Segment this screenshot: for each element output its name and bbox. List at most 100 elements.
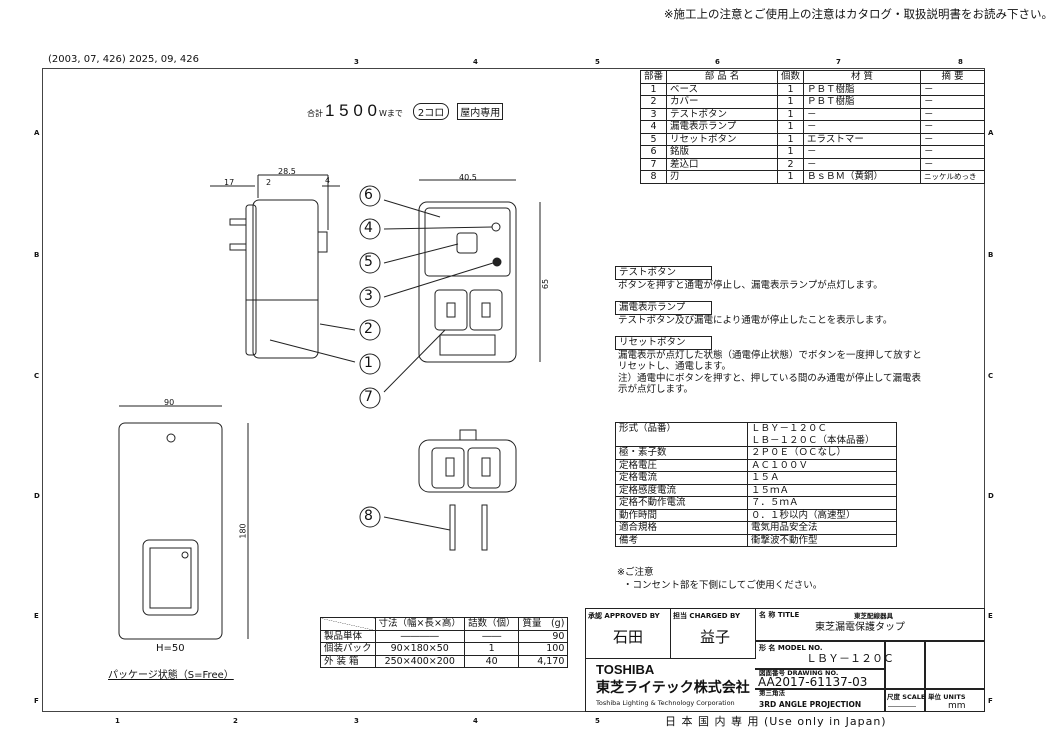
table-cell: － xyxy=(920,132,985,146)
column-header: 材 質 xyxy=(803,70,922,84)
table-cell: － xyxy=(803,120,922,134)
table-cell: 適合規格 xyxy=(615,521,748,535)
rating-headline: 合計 1 5 0 0 Wまで 2コロ 屋内専用 xyxy=(307,101,504,121)
table-cell: 差込口 xyxy=(666,157,779,171)
company-name-jp: 東芝ライテック株式会社 xyxy=(596,680,750,696)
table-cell: １５ｍＡ xyxy=(747,483,897,497)
table-cell: 1 xyxy=(463,642,520,656)
dim-90: 90 xyxy=(164,398,175,407)
table-cell: － xyxy=(920,157,985,171)
table-cell: リセットボタン xyxy=(666,132,779,146)
caution-body: ・コンセント部を下側にしてご使用ください。 xyxy=(623,580,823,591)
table-cell: 3 xyxy=(639,107,668,121)
table-cell: ０．１秒以内（高速型） xyxy=(747,508,897,522)
divider xyxy=(755,688,985,690)
divider xyxy=(755,640,985,642)
table-cell xyxy=(615,434,748,447)
table-cell: 衝撃波不動作型 xyxy=(747,533,897,547)
grid-col-label: 3 xyxy=(354,58,359,66)
table-cell: 定格不動作電流 xyxy=(615,496,748,510)
diagonal-header-cell xyxy=(320,617,376,631)
table-cell: 1 xyxy=(777,107,805,121)
description-text: 示が点灯します。 xyxy=(618,384,694,395)
table-cell: 備考 xyxy=(615,533,748,547)
usage-notice: ※施工上の注意とご使用上の注意はカタログ・取扱説明書をお読み下さい。 xyxy=(663,7,1053,21)
grid-col-label: 6 xyxy=(715,58,720,66)
table-cell: 電気用品安全法 xyxy=(747,521,897,535)
table-cell: 90×180×50 xyxy=(374,642,465,656)
table-cell: 個装パック xyxy=(320,642,376,656)
callout-7: 7 xyxy=(364,389,373,405)
projection-method: 3RD ANGLE PROJECTION xyxy=(759,700,862,709)
callout-4: 4 xyxy=(364,220,373,236)
table-cell: 定格電圧 xyxy=(615,458,748,472)
callout-8: 8 xyxy=(364,508,373,524)
table-cell: 250×400×200 xyxy=(374,654,465,668)
product-title: 東芝漏電保護タップ xyxy=(815,622,905,633)
approved-label: 承認 APPROVED BY xyxy=(588,612,660,620)
divider xyxy=(884,640,886,712)
table-cell: 定格感度電流 xyxy=(615,483,748,497)
table-cell: － xyxy=(803,157,922,171)
dim-180: 180 xyxy=(238,523,248,539)
grid-row-label: F xyxy=(34,697,39,705)
dim-40-5: 40.5 xyxy=(459,173,477,182)
divider xyxy=(924,640,926,712)
table-cell: ―――― xyxy=(374,629,465,643)
grid-row-label: F xyxy=(988,697,993,705)
column-header: 質量 (g) xyxy=(518,617,569,631)
dim-2: 2 xyxy=(266,178,272,187)
scale-label: 尺度 SCALE xyxy=(887,693,926,701)
grid-col-label: 7 xyxy=(836,58,841,66)
function-descriptions: テストボタンボタンを押すと通電が停止し、漏電表示ランプが点灯します。漏電表示ラン… xyxy=(615,266,975,396)
table-cell: 7 xyxy=(639,157,668,171)
table-cell: ＢｓＢＭ（黄銅） xyxy=(803,170,922,184)
column-header: 摘 要 xyxy=(920,70,985,84)
caution-title: ※ご注意 xyxy=(617,567,654,578)
table-cell: － xyxy=(920,145,985,159)
table-cell: 8 xyxy=(639,170,668,184)
dim-17: 17 xyxy=(224,178,235,187)
table-row: 適合規格電気用品安全法 xyxy=(615,521,897,535)
table-cell: － xyxy=(803,145,922,159)
table-cell: テストボタン xyxy=(666,107,779,121)
revision-history: (2003, 07, 426) 2025, 09, 426 xyxy=(48,54,199,65)
table-cell: ２Ｐ０Ｅ（ＯＣなし） xyxy=(747,446,897,460)
table-cell: ＬＢ－１２０Ｃ（本体品番） xyxy=(747,434,897,447)
table-cell: １５Ａ xyxy=(747,471,897,485)
japan-only-note: 日 本 国 内 専 用 (Use only in Japan) xyxy=(665,715,887,728)
table-cell: ニッケルめっき xyxy=(920,170,985,184)
table-cell: ＬＢＹ－１２０Ｃ xyxy=(747,422,897,435)
column-header: 寸法（幅×長×高） xyxy=(374,617,465,631)
table-cell: 2 xyxy=(777,157,805,171)
table-cell: － xyxy=(803,107,922,121)
table-cell: ＡＣ１００Ｖ xyxy=(747,458,897,472)
table-cell: 漏電表示ランプ xyxy=(666,120,779,134)
table-cell: ７．５ｍＡ xyxy=(747,496,897,510)
table-row: 形式（品番）ＬＢＹ－１２０Ｃ xyxy=(615,422,897,435)
grid-row-label: D xyxy=(34,492,40,500)
front-view xyxy=(269,179,541,393)
table-cell: カバー xyxy=(666,95,779,109)
grid-row-label: E xyxy=(34,612,39,620)
package-height: H=50 xyxy=(156,643,185,654)
table-cell: 90 xyxy=(518,629,569,643)
grid-row-label: C xyxy=(988,372,994,380)
toshiba-logo: TOSHIBA xyxy=(596,662,655,677)
table-cell: ＰＢＴ樹脂 xyxy=(803,95,922,109)
grid-col-label: 4 xyxy=(473,58,478,66)
drawing-frame xyxy=(42,68,985,712)
headline-watts: 1 5 0 0 xyxy=(325,101,377,120)
table-cell: 6 xyxy=(639,145,668,159)
grid-row-label: D xyxy=(988,492,994,500)
